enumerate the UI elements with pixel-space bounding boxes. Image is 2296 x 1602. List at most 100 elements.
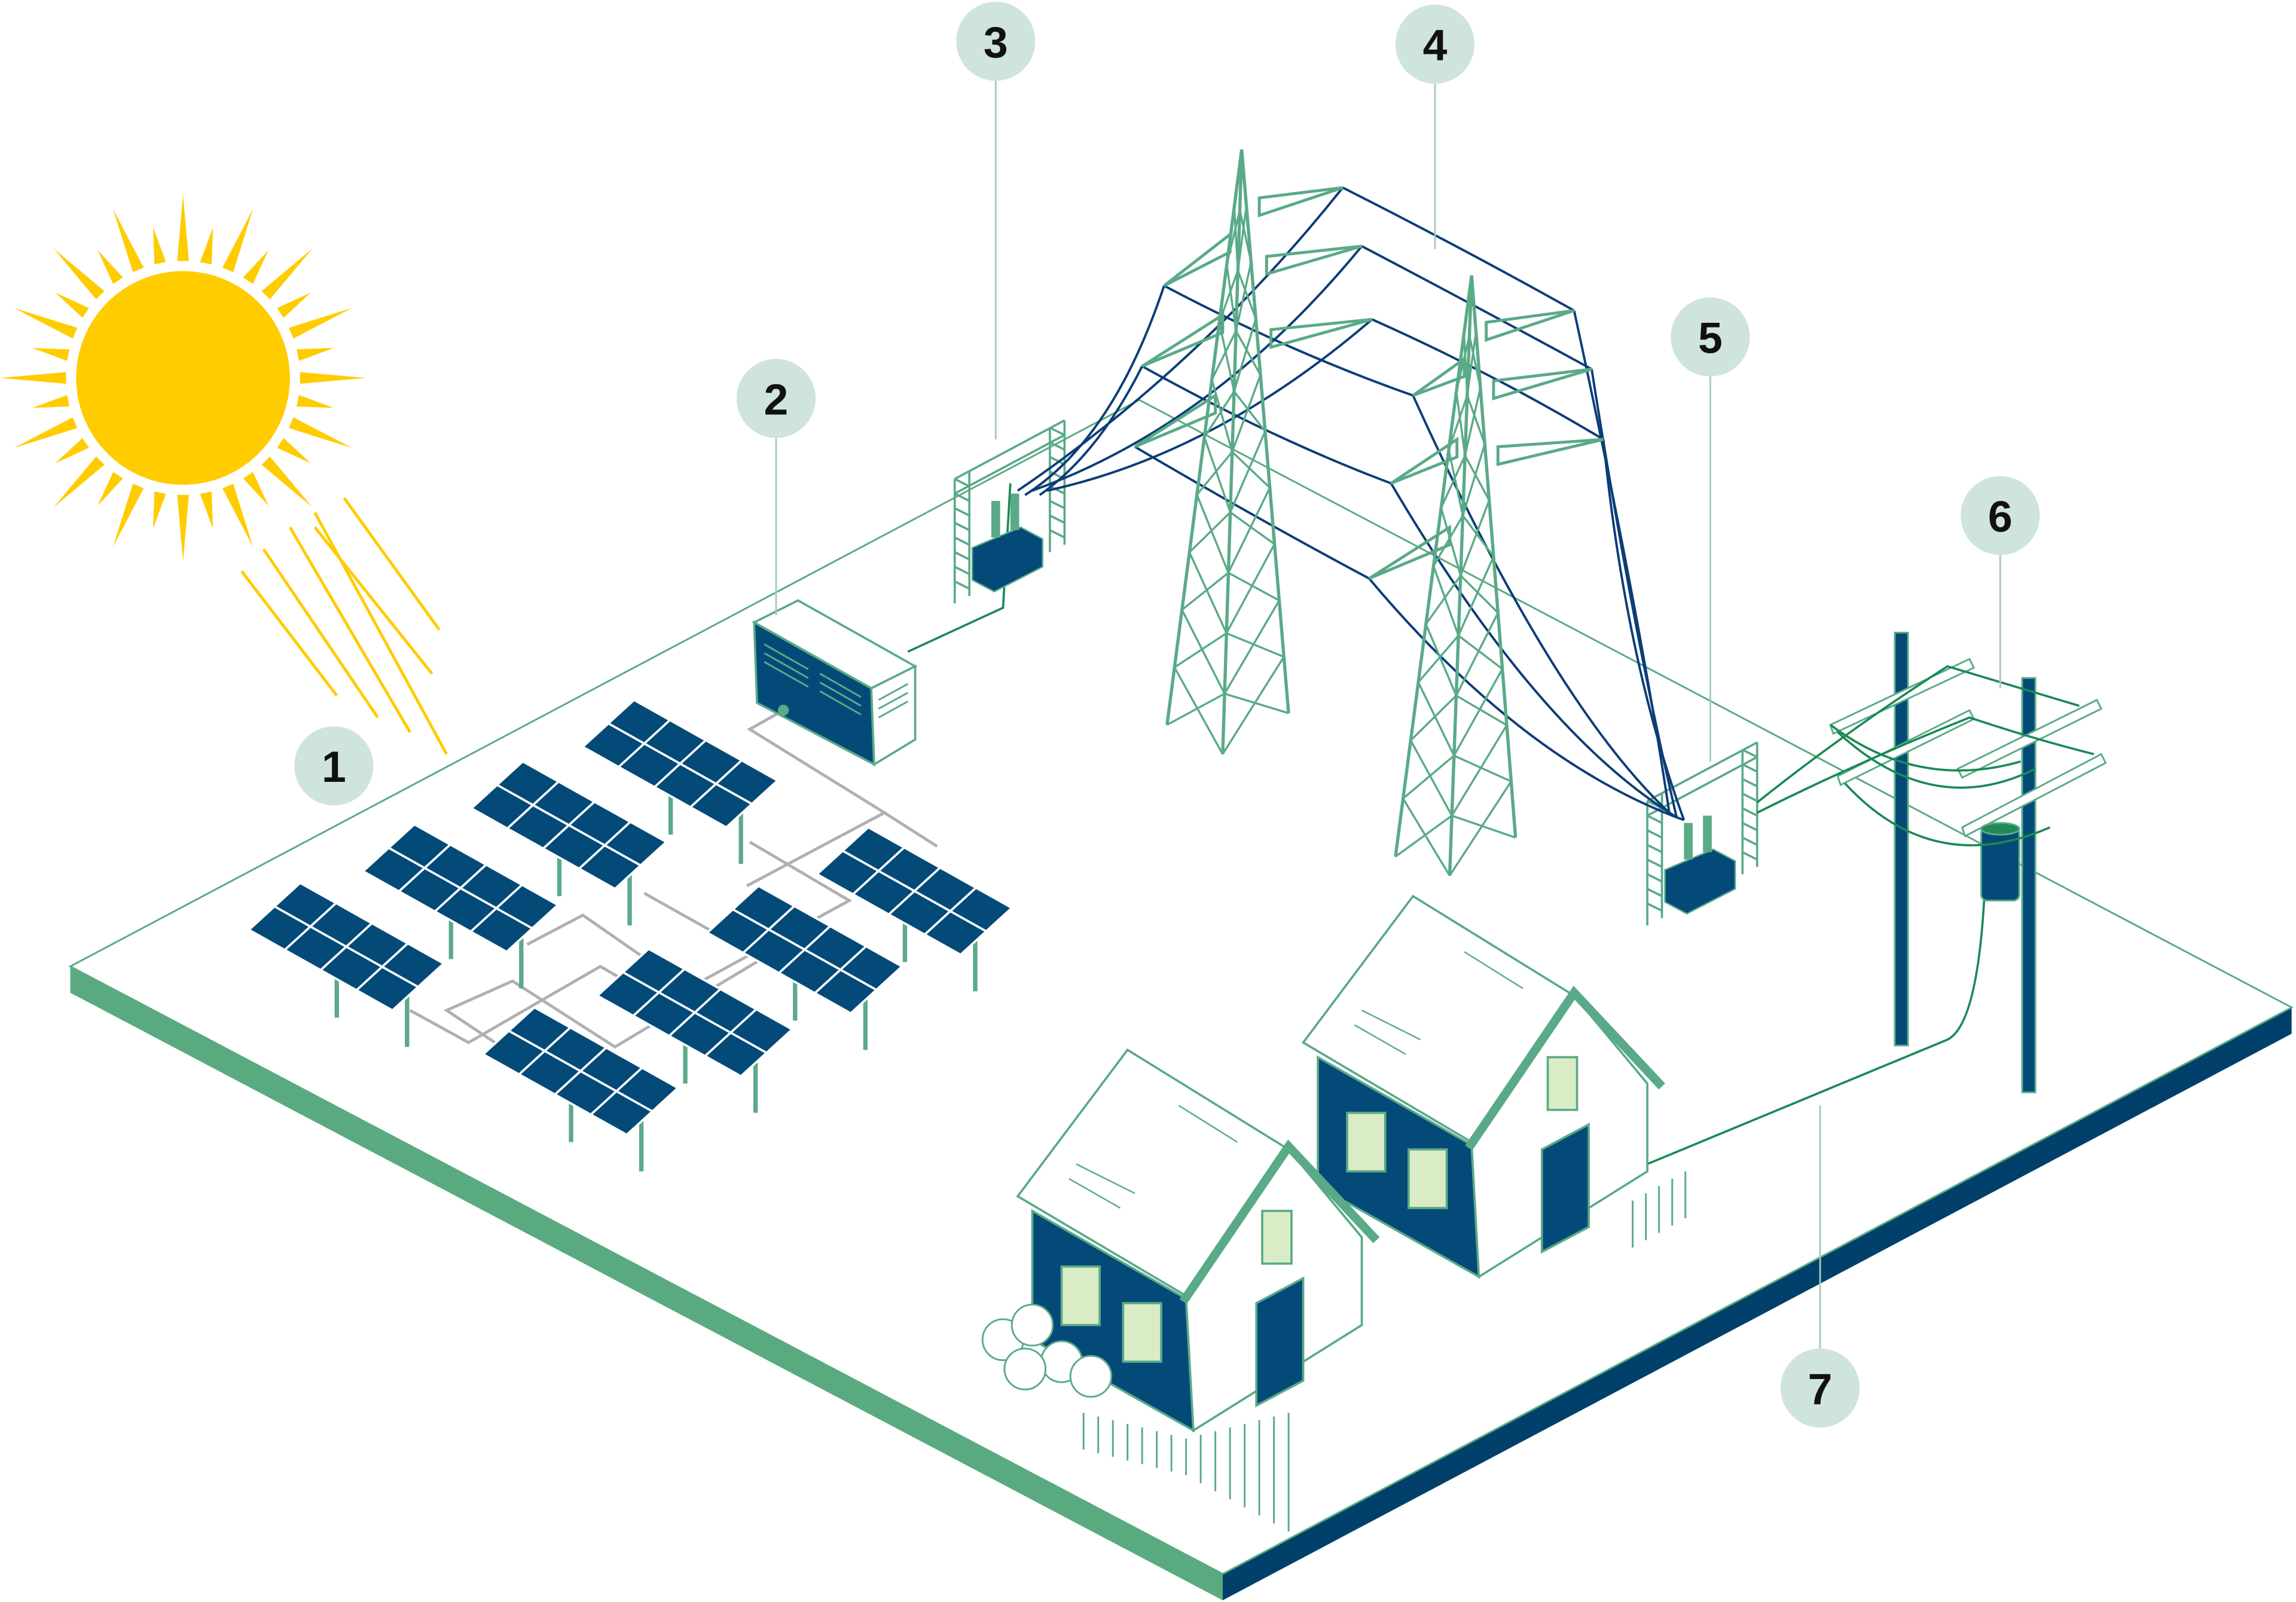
tower-bracing [1196,430,1271,513]
tower-arm [1257,186,1344,218]
door [1540,1123,1590,1254]
utility-pole-icon [1829,631,2107,1093]
solar-panel-icon [581,698,780,864]
sun-icon [0,195,448,755]
lattice [1742,851,1758,861]
bush [981,1303,1113,1398]
label-number: 1 [322,742,346,791]
tower-bracing [1211,318,1262,392]
tower-bracing [1167,656,1289,755]
sunlight-ray [240,570,338,697]
sun-ray [152,227,166,265]
lattice [954,580,970,590]
label-number: 3 [984,17,1008,67]
sun-ray [97,250,123,284]
label-circle [1395,4,1475,84]
solar-panel-icon [247,881,446,1047]
label-number: 4 [1423,20,1448,70]
solar-panel-icon [469,760,668,926]
window [1122,1302,1162,1363]
sun-ray [97,472,123,506]
window [1261,1209,1293,1265]
house-icon [1301,894,1665,1279]
label-service-drop: 7 [1780,1105,1860,1428]
tower-bracing [1425,556,1499,636]
roof-line [1361,1010,1421,1041]
transformer [971,526,1043,593]
sun-ray [297,348,334,361]
lattice [1742,748,1758,759]
tower-bracing [1174,600,1284,695]
label-number: 6 [1988,491,2013,541]
sun-ray [222,209,254,273]
panel-cell [603,820,668,867]
sun-ray [0,372,66,384]
tower-arm [1163,231,1232,288]
tower-bracing [1417,612,1503,696]
label-circle [956,1,1036,81]
tower-bracing [1402,724,1512,817]
fence [1082,1413,1290,1532]
lattice [1647,814,1663,824]
roof-line [1076,1163,1135,1194]
sun-ray [261,456,313,507]
tower-bracing [1189,487,1275,573]
sun-ray [277,292,311,318]
substation-frame [1647,756,1758,817]
tower-bracing [1181,543,1280,634]
lattice [954,522,970,531]
lattice [1742,778,1758,788]
lattice [954,507,970,517]
lattice [1049,455,1065,466]
tower-bracing [1410,668,1507,756]
transmission-tower-icon [1368,275,1604,876]
label-circle [1961,476,2040,555]
lattice [1647,858,1663,868]
lattice [1647,843,1663,854]
sun-ray [177,494,189,561]
solar-panel-icon [481,1006,680,1172]
roof-line [1178,1105,1238,1143]
roof-line [1068,1178,1121,1209]
transformer [1664,848,1736,915]
tower-arm [1485,309,1575,342]
sun-ray [14,308,78,339]
solar-panel-icon [361,823,560,989]
panel-cell [714,759,780,806]
roof-edge [1179,1139,1380,1304]
label-number: 7 [1808,1364,1833,1414]
lattice [1647,829,1663,839]
lattice [1049,426,1065,436]
label-number: 2 [764,374,789,424]
lattice [954,493,970,502]
roof-line [1354,1024,1406,1055]
tower-bracing [1440,444,1491,516]
window [1346,1111,1387,1173]
lattice [954,478,970,488]
tower-arm [1265,244,1363,276]
tower-bracing [1218,262,1257,332]
substation-frame [954,419,1065,480]
houses [981,894,1687,1532]
bush-leaf [1003,1347,1047,1390]
window [1060,1265,1101,1326]
lattice [1742,836,1758,846]
lattice [1049,485,1065,495]
sun-ray [297,395,334,408]
sun-ray [222,484,254,548]
tower-bracing [1448,387,1486,456]
sun-ray [277,438,311,464]
tower-bracing [1203,374,1266,453]
insulator [1010,493,1019,530]
sunlight-ray [288,526,411,733]
lattice [954,551,970,561]
sun-ray [55,438,89,464]
sun-ray [243,472,268,506]
panel-cell [728,1008,795,1054]
sun-ray [261,248,313,299]
tower-arm [1412,356,1466,397]
label-circle [294,726,374,806]
tower-arm [1390,436,1459,485]
tower-leg [1240,149,1290,714]
